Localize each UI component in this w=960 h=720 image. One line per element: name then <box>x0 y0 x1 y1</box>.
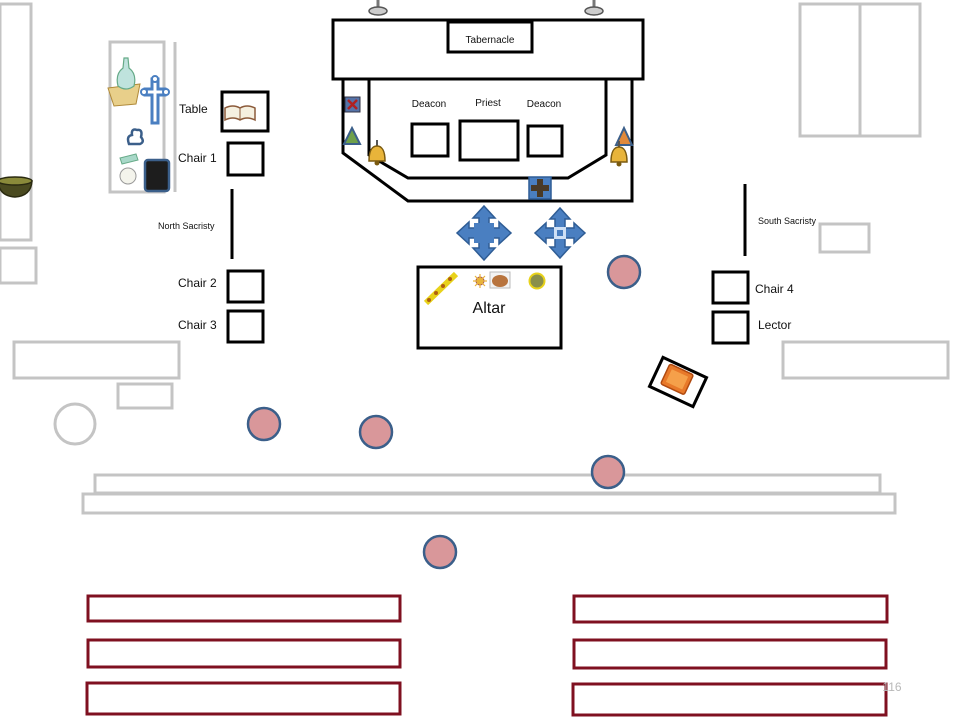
chancel-outer-line <box>341 80 634 203</box>
pew-right-1 <box>572 594 889 624</box>
lectionary-book-icon <box>660 363 694 395</box>
sunburst-icon <box>473 274 487 288</box>
south-sacristy-box <box>818 222 871 254</box>
missal-icon <box>143 158 171 193</box>
four-way-arrow-icon-2 <box>533 206 587 260</box>
chair2-label: Chair 2 <box>178 276 217 290</box>
north-wall-cabinet <box>0 2 33 242</box>
bowl-icon <box>0 176 33 198</box>
baptismal-font <box>53 402 97 446</box>
chair-3 <box>226 309 265 344</box>
altar-step-lower <box>81 492 897 515</box>
person-marker <box>422 534 458 570</box>
person-marker <box>358 414 394 450</box>
south-bench <box>781 340 950 380</box>
paten-icon <box>119 167 137 185</box>
open-book-icon <box>224 105 256 122</box>
pew-left-1 <box>86 594 402 623</box>
north-stand <box>116 382 174 410</box>
chair1-label: Chair 1 <box>178 151 217 165</box>
ring-marker-icon <box>126 128 144 146</box>
chalice-marker-icon <box>528 272 546 290</box>
tabernacle <box>446 20 534 54</box>
south-sacristy-label: South Sacristy <box>758 216 817 226</box>
person-marker <box>590 454 626 490</box>
bread-basket-icon <box>489 271 511 289</box>
north-sacristy-label: North Sacristy <box>158 221 215 231</box>
lector-chair <box>711 310 750 345</box>
chair-2 <box>226 269 265 304</box>
person-marker <box>246 406 282 442</box>
pew-right-2 <box>572 638 888 670</box>
chair-1 <box>226 141 265 177</box>
cross-marker-icon <box>528 176 552 200</box>
pew-left-3 <box>85 681 402 716</box>
chair3-label: Chair 3 <box>178 318 217 332</box>
sanctuary-lamp-left <box>368 0 388 16</box>
altar-bell-icon-right <box>610 141 628 167</box>
north-wall-box <box>0 246 38 285</box>
cruet-icon <box>107 57 141 107</box>
deacon-left-chair <box>410 122 450 158</box>
four-way-arrow-icon <box>455 204 513 262</box>
altar-label: Altar <box>473 300 507 317</box>
credence-shelf <box>108 40 166 194</box>
person-marker <box>606 254 642 290</box>
x-mark-icon <box>347 99 358 110</box>
lector-label: Lector <box>758 318 791 332</box>
processional-cross-icon <box>140 75 170 125</box>
pew-left-2 <box>86 638 402 669</box>
triangle-marker-icon <box>342 125 362 145</box>
chair-4 <box>711 270 750 305</box>
north-bench <box>12 340 181 380</box>
triangle-marker-icon-right <box>614 125 634 146</box>
chancel-inner-line <box>367 80 608 180</box>
cloth-icon <box>119 153 139 165</box>
deacon-right-chair <box>526 124 564 158</box>
page-number: 116 <box>882 680 901 694</box>
ambo <box>647 355 709 409</box>
tabernacle-label: Tabernacle <box>466 35 515 46</box>
deacon-right-label: Deacon <box>527 99 561 110</box>
altar-bell-icon <box>368 140 386 166</box>
chair4-label: Chair 4 <box>755 282 794 296</box>
priest-label: Priest <box>475 98 501 109</box>
sanctuary-lamp-right <box>584 0 604 16</box>
table-label: Table <box>179 102 208 116</box>
pew-right-3 <box>571 682 888 717</box>
altar-step-upper <box>93 473 882 495</box>
priest-chair <box>458 119 520 162</box>
deacon-left-label: Deacon <box>412 99 446 110</box>
candle-row-icon <box>423 271 459 306</box>
